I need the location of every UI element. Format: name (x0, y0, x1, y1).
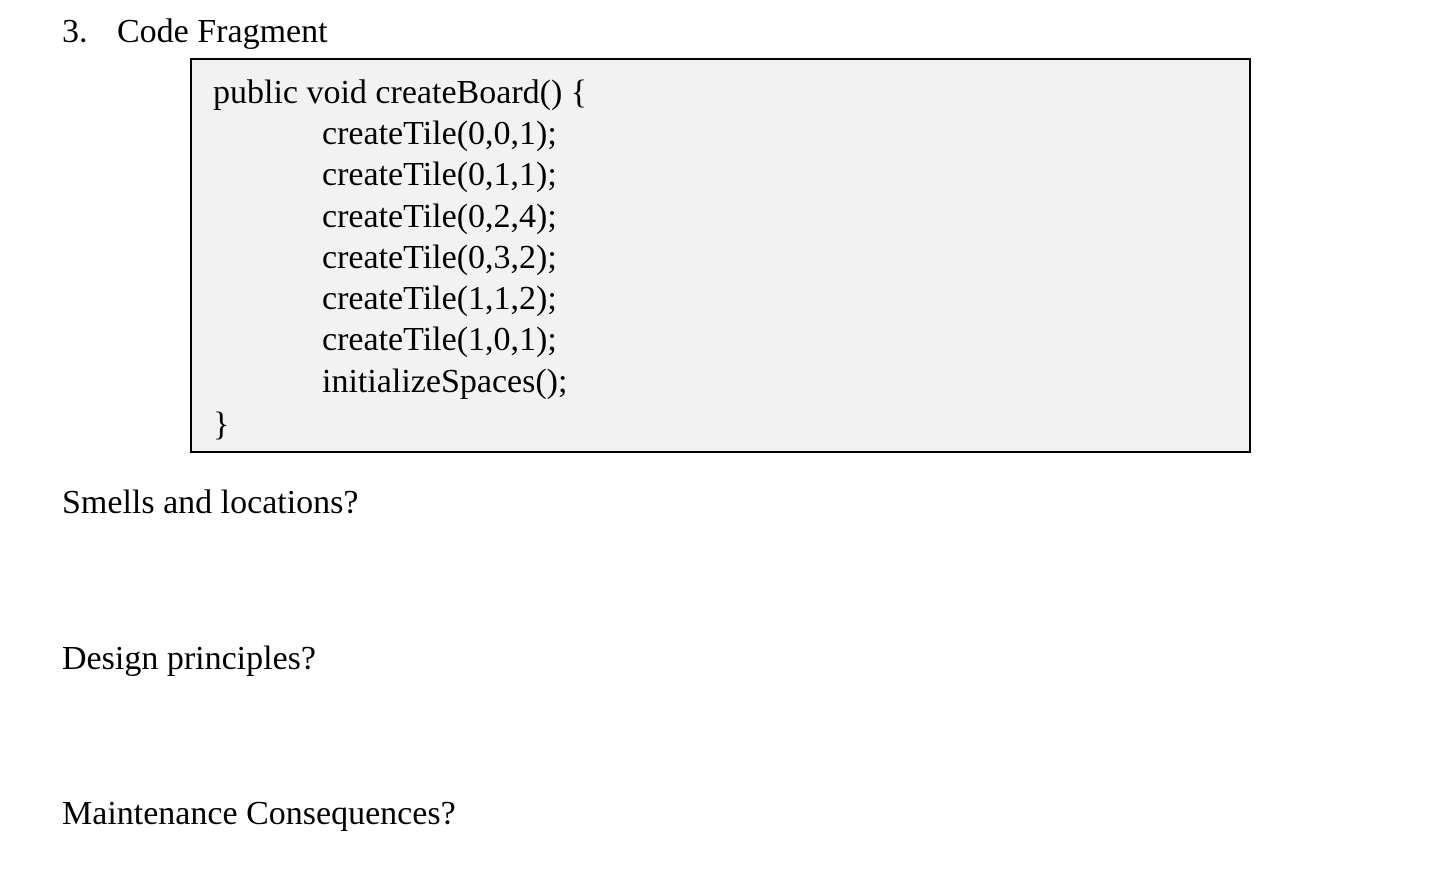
code-statement: initializeSpaces(); (322, 362, 568, 400)
closing-brace: } (213, 406, 230, 443)
code-statement: createTile(0,3,2); (322, 238, 557, 276)
section-title: Code Fragment (117, 13, 328, 50)
section-heading: 3. Code Fragment (62, 10, 328, 54)
method-signature: public void createBoard() { (213, 74, 588, 111)
code-statement: createTile(0,0,1); (322, 115, 557, 152)
code-statement: createTile(1,1,2); (322, 280, 557, 318)
code-statement: createTile(0,1,1); (322, 156, 557, 194)
question-maintenance-consequences: Maintenance Consequences? (62, 795, 456, 832)
code-statement: createTile(0,2,4); (322, 197, 557, 235)
section-number: 3. (62, 13, 88, 50)
method-body: createTile(0,0,1); createTile(0,1,1); cr… (322, 113, 567, 402)
question-design-principles: Design principles? (62, 640, 316, 677)
question-smells: Smells and locations? (62, 484, 359, 521)
code-statement: createTile(1,0,1); (322, 321, 557, 359)
code-fragment-box: public void createBoard() { createTile(0… (190, 58, 1251, 453)
